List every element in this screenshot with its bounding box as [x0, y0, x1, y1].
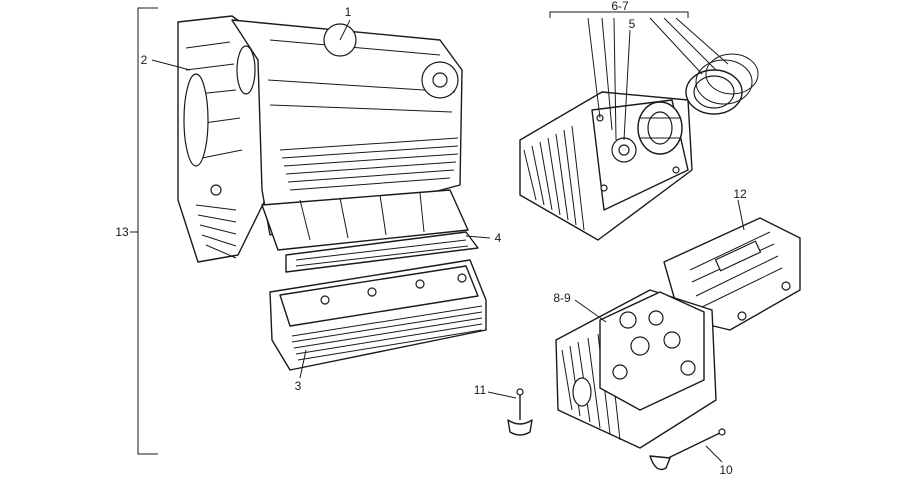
- intake-valve: [507, 388, 533, 436]
- callout-12: 12: [733, 187, 747, 201]
- piston: [637, 101, 683, 155]
- oil-pan-gasket: [285, 231, 479, 273]
- leader-lines: [151, 17, 745, 463]
- cylinder-kit-bracket: [549, 11, 689, 18]
- exhaust-valve: [649, 428, 726, 471]
- callout-1: 1: [345, 5, 352, 19]
- oil-sump: [269, 259, 487, 371]
- callout-5: 5: [629, 17, 636, 31]
- piston-rings: [685, 53, 759, 115]
- callout-2: 2: [141, 53, 148, 67]
- callout-8-9: 8-9: [553, 291, 571, 305]
- callout-4: 4: [495, 231, 502, 245]
- callout-6-7: 6-7: [611, 0, 629, 13]
- cylinder-head: [555, 289, 717, 449]
- callout-3: 3: [295, 379, 302, 393]
- callout-11: 11: [474, 383, 487, 397]
- assembly-bracket: [130, 7, 158, 455]
- callout-10: 10: [719, 463, 733, 477]
- callout-13: 13: [115, 225, 129, 239]
- crankcase-block: [177, 15, 469, 263]
